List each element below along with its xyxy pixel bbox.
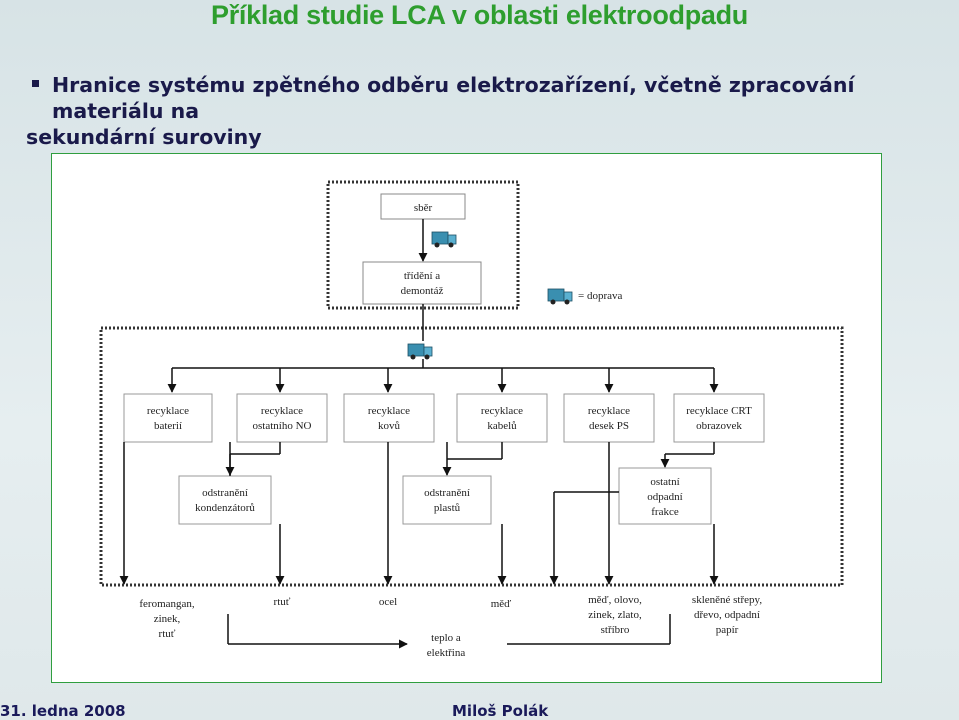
box-ostatni-odpadni-frakce: ostatní odpadní frakce [618,467,712,525]
svg-text:odpadní: odpadní [647,491,682,503]
label-sber: sběr [414,202,433,214]
svg-text:měď, olovo,: měď, olovo, [588,594,642,606]
slide-title: Příklad studie LCA v oblasti elektroodpa… [211,0,748,30]
svg-text:kabelů: kabelů [487,420,517,432]
box-recyklace-baterii: recyklace baterií [123,393,213,443]
svg-text:recyklace: recyklace [481,405,523,417]
svg-text:papír: papír [716,624,739,636]
box-recyklace-kovu: recyklace kovů [343,393,435,443]
svg-text:dřevo, odpadní: dřevo, odpadní [694,609,760,621]
svg-text:kondenzátorů: kondenzátorů [195,502,255,514]
box-odstraneni-kondenzatoru: odstranění kondenzátorů [178,475,272,525]
truck-icon [431,231,457,248]
label-trideni-1: třídění a [404,270,440,282]
legend-label: = doprava [578,290,622,302]
bullet-point: Hranice systému zpětného odběru elektroz… [8,72,958,150]
svg-text:rtuť: rtuť [159,628,176,640]
truck-icon-main [407,343,433,360]
svg-text:skleněné střepy,: skleněné střepy, [692,594,762,606]
box-recyklace-crt: recyklace CRT obrazovek [673,393,765,443]
svg-text:zinek, zlato,: zinek, zlato, [588,609,642,621]
svg-text:odstranění: odstranění [202,487,248,499]
output-ocel: ocel [379,596,397,608]
output-sklenene-strepy: skleněné střepy, dřevo, odpadní papír [692,594,762,636]
svg-text:ostatního NO: ostatního NO [253,420,312,432]
svg-text:plastů: plastů [434,502,461,514]
output-med-olovo: měď, olovo, zinek, zlato, stříbro [588,594,642,636]
svg-text:ostatní: ostatní [650,476,679,488]
box-recyklace-kabelu: recyklace kabelů [456,393,548,443]
box-recyklace-desek-ps: recyklace desek PS [563,393,655,443]
output-rtut: rtuť [274,596,291,608]
svg-text:feromangan,: feromangan, [139,598,195,610]
svg-text:desek PS: desek PS [589,420,629,432]
bullet-text-line1: Hranice systému zpětného odběru elektroz… [52,73,855,123]
svg-text:teplo a: teplo a [431,632,461,644]
box-sber: sběr [380,193,466,220]
bullet-square-icon [32,80,39,87]
output-teplo-elektrina: teplo a elektřina [427,632,466,659]
svg-text:obrazovek: obrazovek [696,420,742,432]
svg-text:zinek,: zinek, [154,613,181,625]
output-med: měď [491,598,512,610]
svg-text:stříbro: stříbro [601,624,630,636]
bullet-text-line2: sekundární suroviny [26,125,262,149]
box-odstraneni-plastu: odstranění plastů [402,475,492,525]
box-trideni: třídění a demontáž [362,261,482,305]
svg-text:recyklace: recyklace [147,405,189,417]
output-feromangan: feromangan, zinek, rtuť [139,598,195,640]
svg-text:baterií: baterií [154,420,182,432]
svg-text:recyklace CRT: recyklace CRT [686,405,752,417]
legend-truck-icon [547,288,573,305]
label-trideni-2: demontáž [401,285,444,297]
collection-boundary [326,180,520,310]
svg-text:recyklace: recyklace [588,405,630,417]
svg-text:frakce: frakce [651,506,679,518]
footer-date: 31. ledna 2008 [0,702,126,720]
processing-boundary [99,326,844,587]
system-boundary-diagram: sběr třídění a demontáž = doprava recykl… [51,153,882,683]
svg-text:recyklace: recyklace [261,405,303,417]
svg-text:odstranění: odstranění [424,487,470,499]
svg-text:elektřina: elektřina [427,647,466,659]
footer-author: Miloš Polák [452,702,549,720]
svg-text:kovů: kovů [378,420,401,432]
box-recyklace-ostatniho-no: recyklace ostatního NO [236,393,328,443]
svg-text:recyklace: recyklace [368,405,410,417]
